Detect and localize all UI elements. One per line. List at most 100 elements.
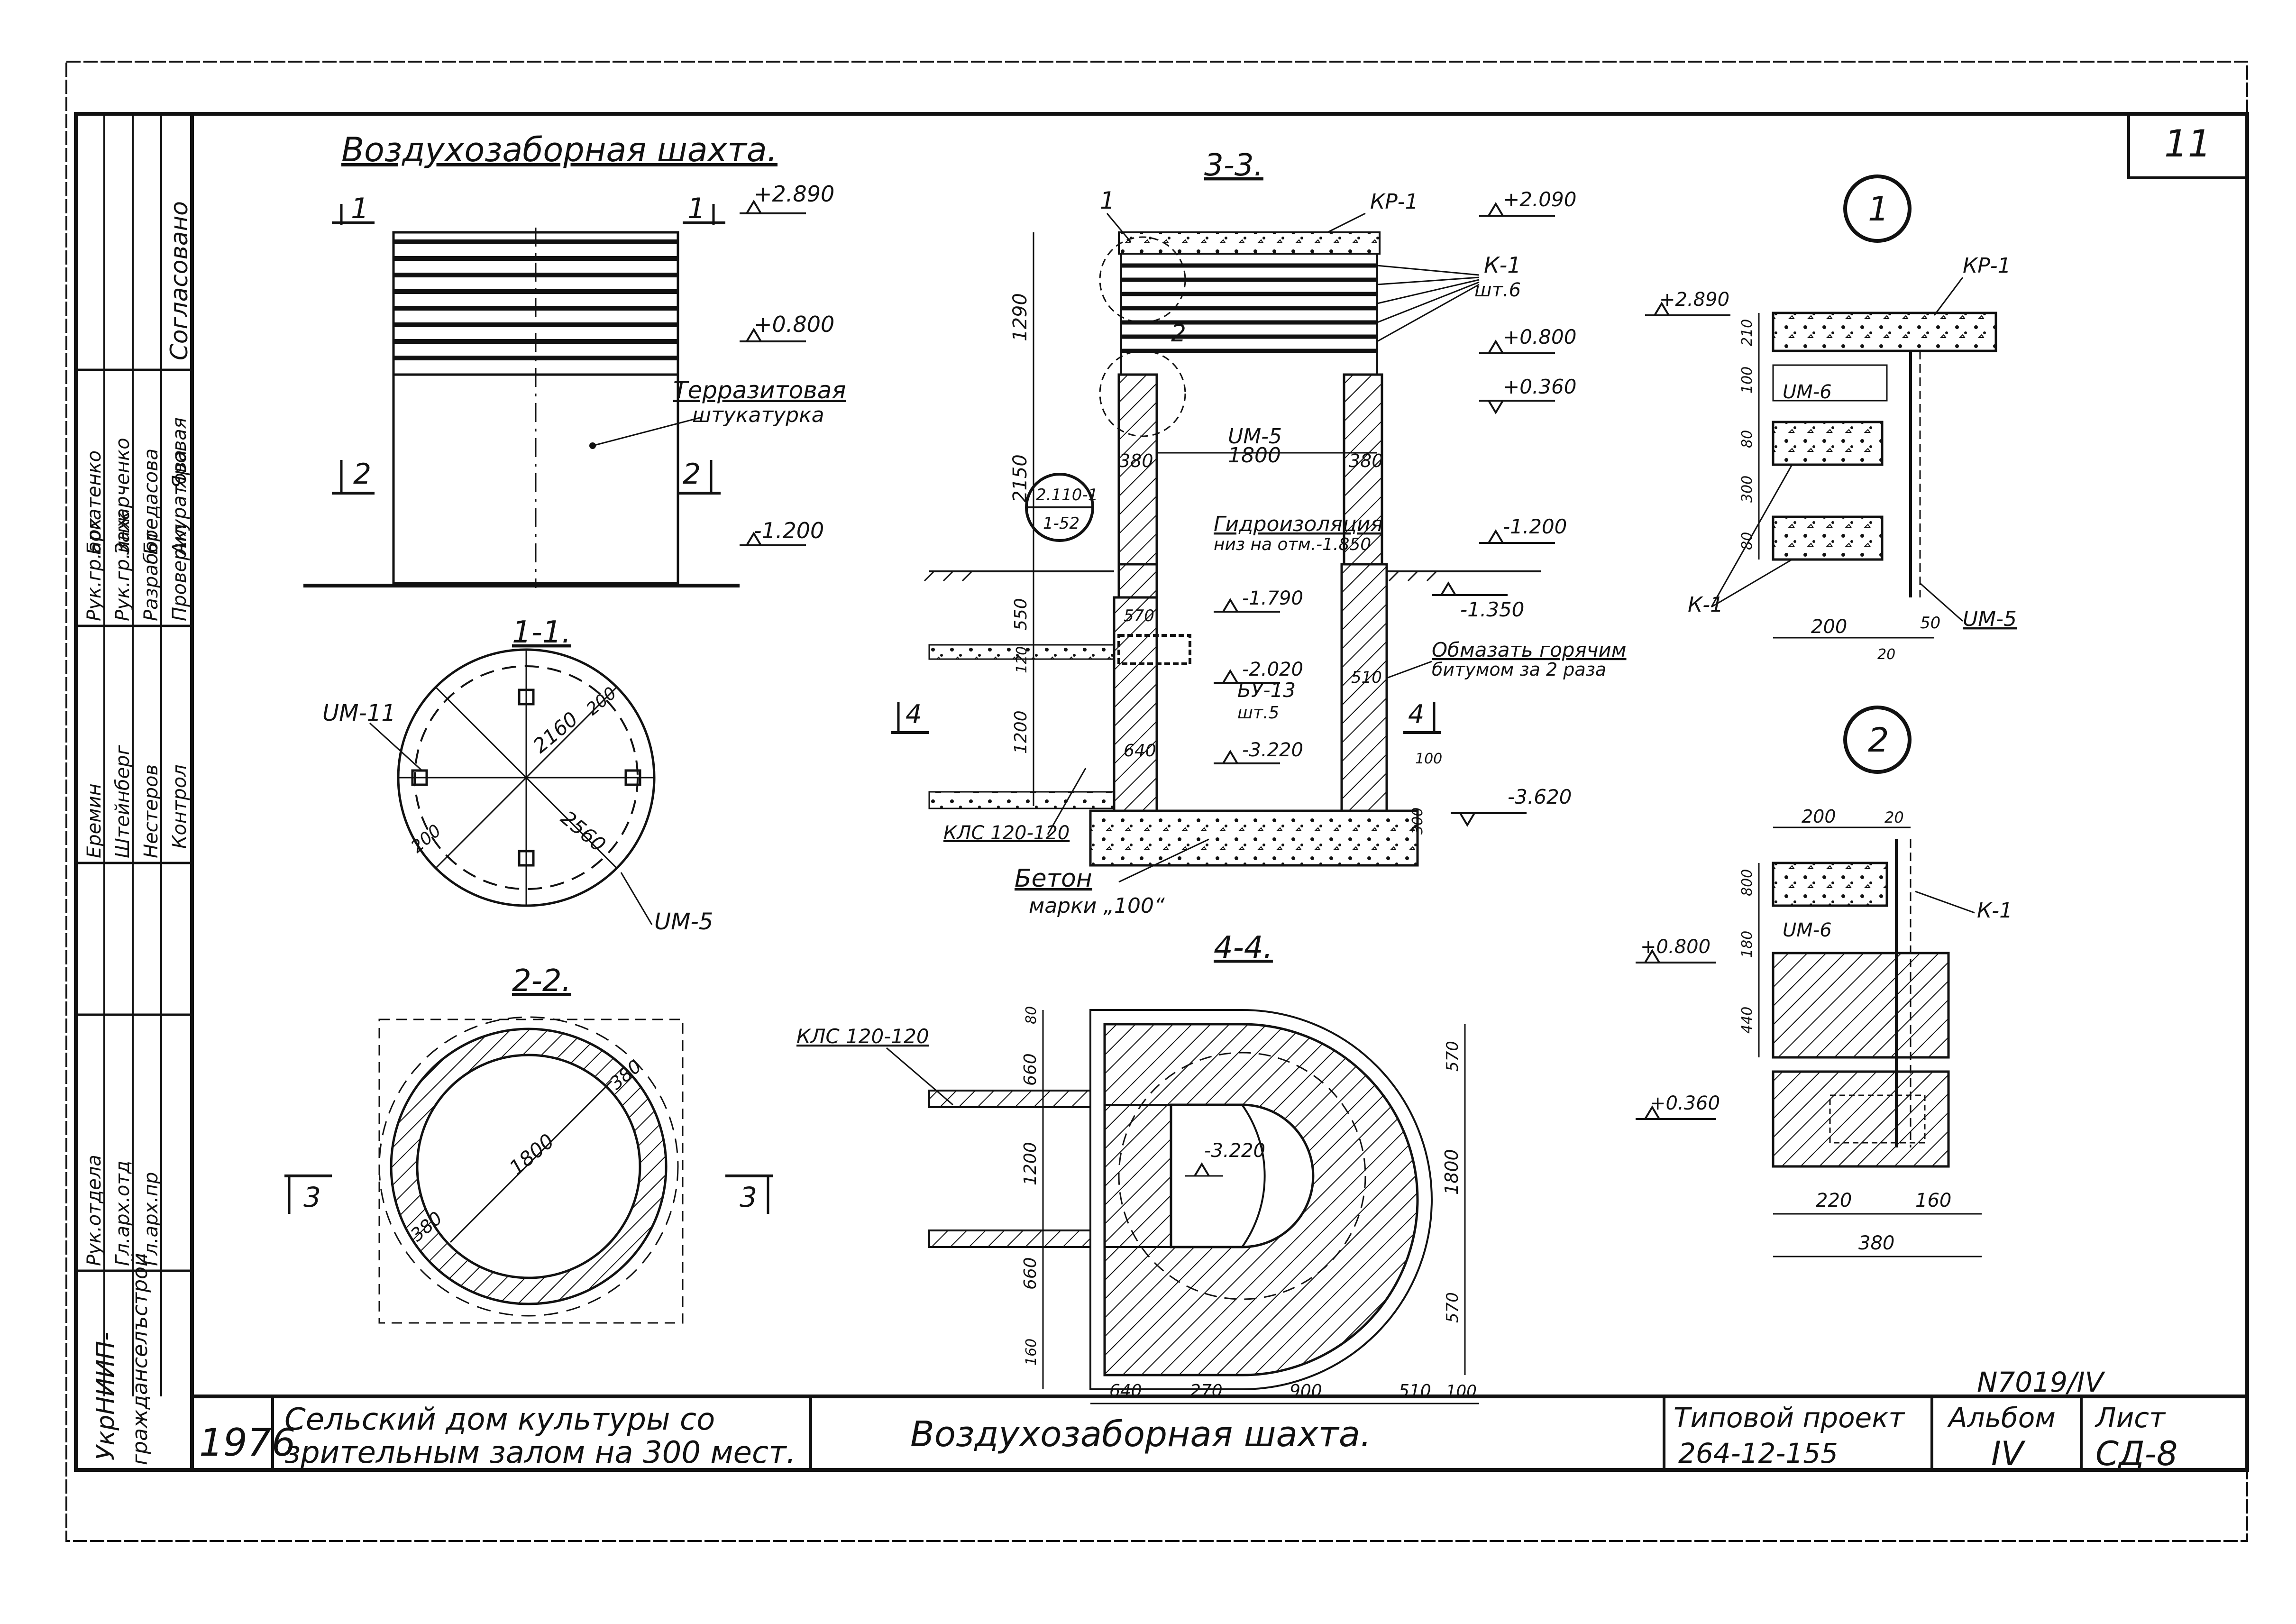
node1-label: 1 [1868, 190, 1889, 229]
stamp-role-5: Контрол [169, 764, 191, 849]
node1-v-100: 100 [1739, 367, 1756, 394]
s33-ref-1: 2.110-1 [1036, 486, 1098, 505]
s44-d-1800: 1800 [1441, 1149, 1462, 1195]
elev-level-mid: +0.800 [754, 312, 834, 337]
node1-v-80: 80 [1739, 430, 1756, 448]
stamp-role-1: Рук.гр.арх [83, 518, 105, 621]
elevation-title: Воздухозаборная шахта. [341, 130, 778, 169]
s44-d-80: 80 [1023, 1006, 1040, 1024]
s33-beton-mark: марки „100“ [1029, 894, 1165, 918]
title-block: 1976 Сельский дом культуры со зрительным… [192, 1366, 2247, 1473]
s44-b-900: 900 [1290, 1381, 1322, 1401]
stamp-role-3: Разработ [140, 529, 162, 621]
s33-kls: КЛС 120-120 [943, 822, 1070, 844]
s44-d-570a: 570 [1443, 1041, 1462, 1072]
s33-k1: К-1 [1484, 252, 1521, 278]
node1-lev: +2.890 [1659, 289, 1729, 311]
s33-coat-2: битумом за 2 раза [1432, 659, 1606, 680]
sheet-label: Лист [2095, 1402, 2166, 1434]
stamp-name-a1: Еремин [83, 783, 105, 858]
node2-v-800: 800 [1739, 869, 1756, 896]
s33-um5: UM-5 [1228, 424, 1282, 449]
s33-lev-135: -1.350 [1460, 598, 1524, 621]
section-11-um11: UM-11 [322, 700, 396, 726]
node2-lev-08: +0.800 [1640, 936, 1711, 958]
project-name-line2: зрительным залом на 300 мест. [284, 1435, 796, 1470]
org-line2: гражданселъстрой [128, 1253, 152, 1465]
project-label: Типовой проект [1674, 1402, 1905, 1434]
s33-callout-1: 1 [1100, 187, 1115, 214]
s44-d-570b: 570 [1443, 1292, 1462, 1323]
s44-d-160: 160 [1023, 1339, 1040, 1366]
inner-frame [74, 112, 2249, 1472]
sheet-value: СД-8 [2095, 1434, 2177, 1473]
stamp-role-2: Рук.гр.инж [112, 511, 134, 621]
node2-b-380: 380 [1858, 1232, 1894, 1254]
stamp-role-4: Проверил [169, 524, 191, 621]
stamp-name-b5: Яровая [169, 417, 191, 489]
s33-ref-2: 1-52 [1043, 514, 1079, 533]
section-11-um5: UM-5 [654, 908, 713, 935]
section-22-d1: 1800 [505, 1129, 558, 1179]
s33-cut4-right: 4 [1408, 699, 1424, 729]
section-22-cut-left: 3 [303, 1181, 321, 1213]
node2-d-200: 200 [1802, 806, 1836, 827]
section-1-1: 1-1. UM-11 UM-5 2160 2560 200 200 [322, 615, 713, 935]
s33-lev-322: -3.220 [1242, 739, 1303, 761]
section-2-2: 2-2. 1800 380 380 3 3 [284, 963, 773, 1324]
stamp-role-b3: Гл.арх.пр [140, 1172, 162, 1266]
stamp-name-a3: Нестеров [140, 764, 162, 858]
s33-wall-left: 380 [1119, 450, 1153, 471]
s33-cut4-left: 4 [906, 699, 922, 729]
s33-bu-qty: шт.5 [1237, 703, 1279, 723]
node2-k1: К-1 [1977, 899, 2012, 923]
doc-number: N7019/IV [1977, 1366, 2106, 1398]
s33-lev-362: -3.620 [1508, 785, 1572, 808]
s33-lev-036: +0.360 [1503, 375, 1576, 398]
node2-v-440: 440 [1739, 1007, 1756, 1034]
stamp-role-b1: Рук.отдела [83, 1155, 105, 1266]
s33-dim-1200: 1200 [1011, 710, 1031, 754]
s33-dim-550: 550 [1011, 598, 1031, 631]
node1-kp: КР-1 [1963, 254, 2011, 278]
s33-dim-2150: 2150 [1009, 454, 1031, 503]
node1-d-200: 200 [1811, 616, 1847, 638]
s33-dim-640: 640 [1124, 741, 1156, 761]
project-name-line1: Сельский дом культуры со [284, 1402, 715, 1437]
s44-lev: -3.220 [1204, 1140, 1265, 1162]
stamp-name-b3: Бредасова [140, 449, 162, 555]
node2-um6: UM-6 [1783, 919, 1832, 941]
elev-cut2-right: 2 [683, 458, 701, 491]
s33-callout-2: 2 [1171, 320, 1186, 347]
s33-lev-179: -1.790 [1242, 587, 1303, 609]
section-11-d1: 2160 [529, 707, 582, 757]
s33-dim-1290: 1290 [1009, 293, 1031, 341]
stamp-name-b1: Богатенко [83, 450, 105, 555]
elev-level-bot: -1.200 [754, 518, 824, 543]
s33-wall-right: 380 [1349, 450, 1383, 471]
node1-v-80b: 80 [1739, 532, 1756, 550]
section-4-4: 4-4. КЛС 120-120 -3.220 660 1200 660 80 … [796, 930, 1479, 1404]
s33-kp: КР-1 [1370, 190, 1418, 214]
s44-b-270: 270 [1190, 1381, 1223, 1401]
node1-um6: UM-6 [1783, 381, 1832, 403]
node2-b-220: 220 [1816, 1190, 1852, 1211]
s44-kls: КЛС 120-120 [796, 1025, 929, 1048]
org-line1: УкрНИИП- [91, 1332, 120, 1460]
s33-hydro-2: низ на отм.-1.850 [1214, 535, 1371, 554]
elev-cut1-right: 1 [687, 192, 705, 225]
s33-lev-08: +0.800 [1503, 325, 1576, 349]
node1-d-20: 20 [1877, 646, 1895, 663]
elev-cut2-left: 2 [353, 458, 371, 491]
s44-d-660b: 660 [1021, 1257, 1040, 1290]
section-3-3: 3-3. КР-1 1 2 К-1 шт.6 [891, 148, 1627, 918]
stamp-name-b2: Захарченко [112, 438, 134, 555]
s33-lev-top: +2.090 [1503, 188, 1576, 211]
node-1: 1 +2.890 КР-1 UM-6 К-1 UM-5 200 50 20 21… [1645, 174, 2017, 663]
node2-label: 2 [1868, 721, 1889, 760]
sheet-number: 11 [2164, 123, 2211, 165]
album-value: IV [1991, 1434, 2026, 1473]
s33-lev-202: -2.020 [1242, 659, 1303, 680]
s33-dim-570: 570 [1124, 606, 1154, 625]
